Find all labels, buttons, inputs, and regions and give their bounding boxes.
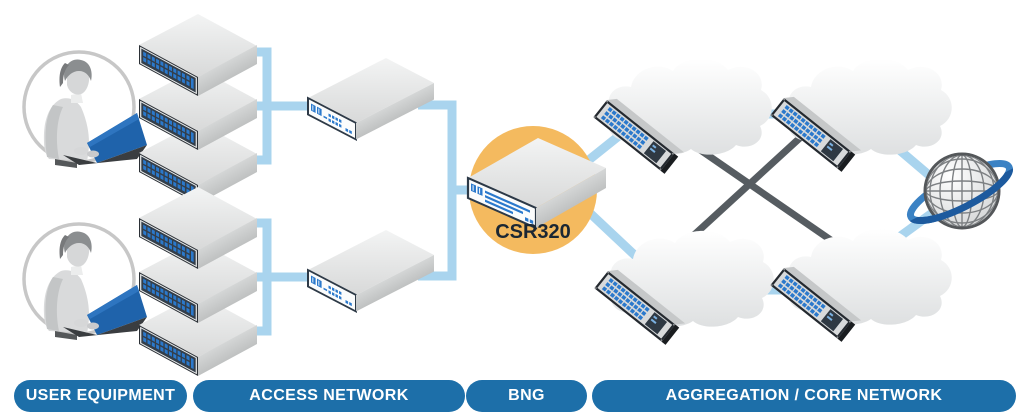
cloud-router-bottom-right	[770, 228, 952, 344]
bng-node	[466, 126, 608, 254]
zone-pill-aggregation-core-network: AGGREGATION / CORE NETWORK	[592, 380, 1016, 412]
zone-pill-user-equipment: USER EQUIPMENT	[14, 380, 187, 412]
zone-label-user-equipment: USER EQUIPMENT	[25, 387, 176, 404]
user-with-laptop-icon	[22, 50, 149, 170]
rack-switch-icon	[139, 187, 257, 269]
bng-device-label: CSR320	[495, 221, 571, 243]
zone-pill-bng: BNG	[466, 380, 587, 412]
link-cross-tr-bl	[679, 133, 805, 249]
link-switches-bottom-bracket	[248, 218, 312, 336]
rack-switch-icon	[139, 14, 257, 96]
zone-label-bng: BNG	[508, 387, 545, 404]
user-with-laptop-icon	[22, 222, 149, 342]
user-group-2	[22, 222, 149, 342]
aggregation-switch-icon	[307, 229, 435, 313]
aggregation-switch-icon	[307, 57, 435, 141]
switch-stack-top	[139, 14, 257, 204]
zone-pill-access-network: ACCESS NETWORK	[193, 380, 465, 412]
zone-label-access-network: ACCESS NETWORK	[249, 387, 409, 404]
user-group-1	[22, 50, 149, 170]
link-switches-top-bracket	[248, 47, 312, 165]
switch-stack-bottom	[139, 187, 257, 376]
cloud-router-top-right	[770, 58, 952, 174]
cloud-router-top-left	[593, 58, 772, 176]
zone-label-aggregation-core-network: AGGREGATION / CORE NETWORK	[665, 387, 943, 404]
